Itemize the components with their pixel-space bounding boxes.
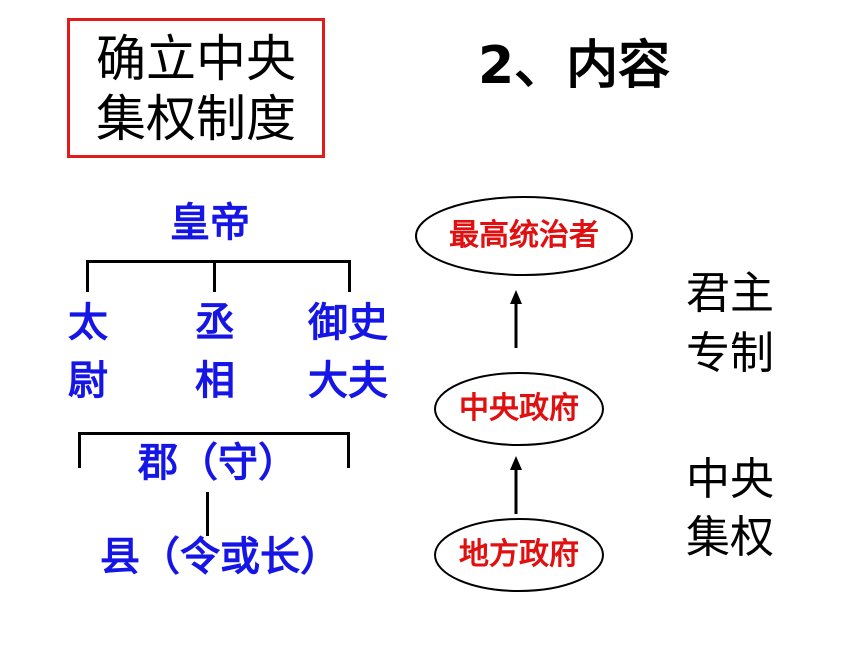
- official-chengxiang-line2: 相: [195, 358, 235, 404]
- official-chengxiang-line1: 丞: [195, 300, 235, 346]
- top-ellipse: [415, 196, 633, 276]
- commandery-bracket-left: [78, 432, 81, 468]
- taiwei-connector: [86, 260, 89, 292]
- middle-ellipse: [434, 372, 604, 446]
- title-line-1: 确立中央: [96, 30, 296, 88]
- yushi-connector: [348, 260, 351, 292]
- flow-middle-label: 中央政府: [459, 391, 579, 426]
- emperor-node: 皇帝: [170, 200, 250, 246]
- autocracy-line1: 君主: [686, 268, 774, 319]
- arrow-head-upper: [510, 290, 522, 304]
- bottom-ellipse: [434, 518, 604, 592]
- flow-top-label: 最高统治者: [449, 218, 599, 253]
- county-node: 县（令或长）: [100, 534, 340, 580]
- title-box: 确立中央 集权制度: [67, 18, 325, 158]
- county-connector: [206, 492, 209, 536]
- official-yushi-line2: 大夫: [308, 358, 388, 404]
- commandery-node: 郡（守）: [138, 440, 298, 486]
- chengxiang-connector: [213, 260, 216, 292]
- centralization-line2: 集权: [686, 512, 774, 563]
- official-yushi-line1: 御史: [308, 300, 388, 346]
- title-line-2: 集权制度: [96, 90, 296, 148]
- commandery-bracket-top: [78, 432, 350, 435]
- centralization-line1: 中央: [686, 454, 774, 505]
- section-heading: 2、内容: [478, 36, 671, 96]
- autocracy-line2: 专制: [686, 328, 774, 379]
- emperor-branch-line: [86, 260, 351, 263]
- commandery-bracket-right: [347, 432, 350, 468]
- flow-bottom-label: 地方政府: [459, 537, 579, 572]
- official-taiwei-line1: 太: [68, 300, 108, 346]
- arrow-head-lower: [510, 456, 522, 470]
- official-taiwei-line2: 尉: [68, 358, 108, 404]
